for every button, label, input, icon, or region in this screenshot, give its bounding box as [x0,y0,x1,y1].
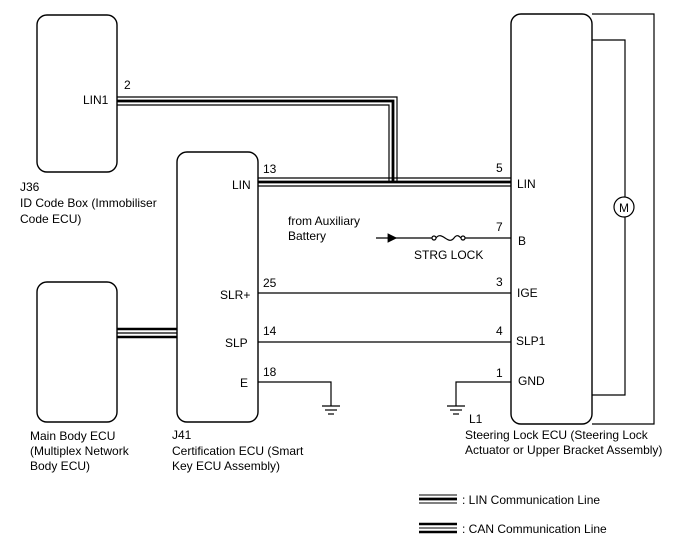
power-source-1: from Auxiliary [288,214,360,228]
pin-label-e: E [240,376,248,390]
pin-number-25: 25 [263,276,277,290]
certification-ecu-name-1: Certification ECU (Smart [172,444,304,458]
pin-number-1: 1 [496,366,503,380]
steering-lock-ecu-name-2: Actuator or Upper Bracket Assembly) [465,443,662,457]
motor-icon [613,196,635,218]
pin-label-ige: IGE [517,286,538,300]
pin-number-13: 13 [263,162,277,176]
pin-label-slr: SLR+ [220,288,250,302]
code-j36: J36 [20,180,40,194]
pin-label-slp: SLP [225,336,248,350]
pin-number-7: 7 [496,220,503,234]
id-code-box [36,14,118,173]
main-body-ecu-name-2: (Multiplex Network [30,444,130,458]
pin-number-18: 18 [263,365,277,379]
pin-label-lin1: LIN1 [83,93,109,107]
legend-lin-symbol [419,494,457,504]
legend-lin-label: : LIN Communication Line [462,493,600,507]
steering-lock-ecu-box [510,13,593,425]
id-code-box-name-2: Code ECU) [20,212,81,226]
pin-label-lin-sl: LIN [517,177,536,191]
power-feed [376,233,511,243]
main-body-ecu-name-3: Body ECU) [30,459,90,473]
connector-frame [592,13,655,425]
code-l1: L1 [469,412,483,426]
ground-e [258,381,340,415]
legend-can-label: : CAN Communication Line [462,522,607,536]
pin-number-14: 14 [263,324,277,338]
power-source-2: Battery [288,229,326,243]
pin-number-2: 2 [124,78,131,92]
ground-gnd [447,381,511,415]
id-code-box-name-1: ID Code Box (Immobiliser [20,196,157,210]
motor-circuit: M [592,39,635,396]
pin-number-4: 4 [496,324,503,338]
pin-number-3: 3 [496,275,503,289]
fuse-label: STRG LOCK [414,248,483,262]
pin-label-b: B [518,234,526,248]
pin-label-lin: LIN [232,178,251,192]
lin-communication-line [117,96,511,187]
pin-label-slp1: SLP1 [516,334,546,348]
pin-number-5: 5 [496,161,503,175]
certification-ecu-name-2: Key ECU Assembly) [172,459,280,473]
main-body-ecu-name-1: Main Body ECU [30,429,115,443]
code-j41: J41 [172,428,192,442]
steering-lock-ecu-name-1: Steering Lock ECU (Steering Lock [465,428,649,442]
legend: : LIN Communication Line : CAN Communica… [419,493,607,536]
legend-can-symbol [419,522,457,534]
certification-ecu-box [176,151,259,423]
motor-symbol: M [619,201,629,215]
can-communication-line [117,327,177,339]
pin-label-gnd: GND [518,374,545,388]
main-body-ecu-box [36,281,118,423]
